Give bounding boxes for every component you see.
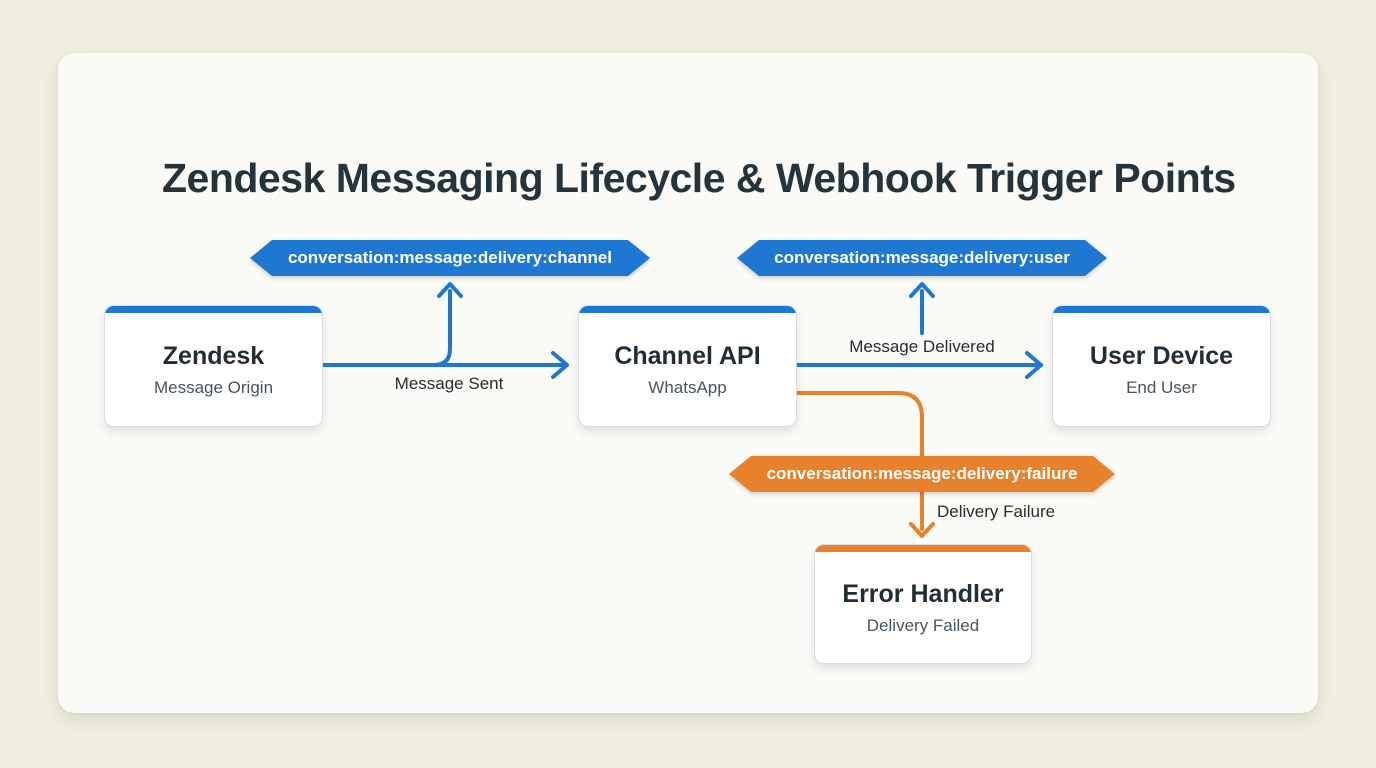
webhook-badge-delivery-user: conversation:message:delivery:user: [737, 240, 1107, 276]
webhook-badge-label: conversation:message:delivery:user: [737, 240, 1107, 276]
webhook-badge-delivery-channel: conversation:message:delivery:channel: [250, 240, 650, 276]
diagram-title: Zendesk Messaging Lifecycle & Webhook Tr…: [162, 155, 1236, 201]
node-subtitle: WhatsApp: [648, 377, 727, 397]
node-user-device: User Device End User: [1052, 305, 1271, 427]
node-subtitle: Message Origin: [153, 377, 274, 397]
node-error-handler: Error Handler Delivery Failed: [814, 544, 1032, 664]
node-title: Channel API: [614, 341, 761, 370]
node-accent-bar: [105, 306, 322, 313]
node-accent-bar: [815, 545, 1031, 552]
node-title: User Device: [1089, 341, 1234, 370]
node-accent-bar: [579, 306, 796, 313]
node-channel-api: Channel API WhatsApp: [578, 305, 797, 427]
node-title: Error Handler: [842, 579, 1004, 608]
edge-label-delivery-failure: Delivery Failure: [937, 502, 1056, 521]
node-title: Zendesk: [162, 341, 265, 370]
webhook-badge-label: conversation:message:delivery:failure: [729, 456, 1115, 492]
edge-label-message-delivered: Message Delivered: [849, 337, 995, 356]
webhook-badge-label: conversation:message:delivery:channel: [250, 240, 650, 276]
node-zendesk: Zendesk Message Origin: [104, 305, 323, 427]
node-accent-bar: [1053, 306, 1270, 313]
node-subtitle: Delivery Failed: [866, 615, 980, 635]
node-subtitle: End User: [1126, 377, 1197, 397]
edge-label-message-sent: Message Sent: [394, 374, 504, 393]
webhook-badge-delivery-failure: conversation:message:delivery:failure: [729, 456, 1115, 492]
